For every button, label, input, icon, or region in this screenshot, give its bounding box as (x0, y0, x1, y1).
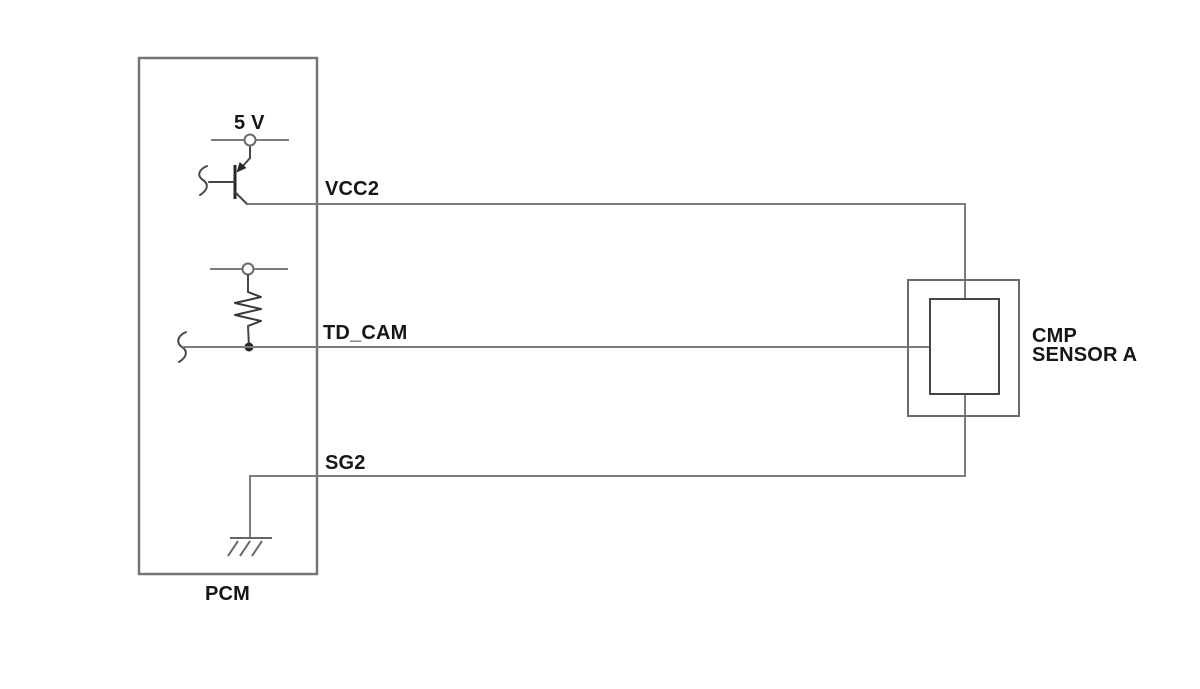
sensor-outer-box (907, 279, 1020, 417)
transistor-emitter (241, 146, 251, 168)
sensor-label-line2: SENSOR A (1032, 344, 1137, 366)
ground-hatch (239, 540, 251, 557)
terminal-circle-icon (243, 133, 257, 147)
ground-hatch (251, 540, 263, 557)
sensor-inner-box (929, 298, 1000, 395)
vcc2-label: VCC2 (325, 178, 379, 200)
transistor-emitter-arrow (236, 162, 247, 173)
ground-hatch (227, 540, 239, 557)
sensor-label-line1: CMP (1032, 325, 1077, 347)
pcm-box (137, 56, 319, 576)
pullup-branch (210, 262, 288, 352)
supply-terminal: 5 V (211, 112, 289, 147)
sg2-label: SG2 (325, 452, 366, 474)
terminal-circle-icon (241, 262, 255, 276)
pnp-transistor-icon (198, 146, 251, 205)
sg2-wire (249, 395, 966, 538)
cmp-sensor: CMP SENSOR A (907, 279, 1137, 417)
ground-icon (227, 537, 272, 557)
pcm-label: PCM (205, 583, 250, 605)
pullup-resistor-icon (234, 291, 262, 327)
wire-break-icon (198, 165, 208, 196)
supply-label: 5 V (234, 112, 265, 134)
vcc2-wire (247, 203, 966, 299)
transistor-collector (234, 191, 248, 205)
td-cam-label: TD_CAM (323, 322, 408, 344)
